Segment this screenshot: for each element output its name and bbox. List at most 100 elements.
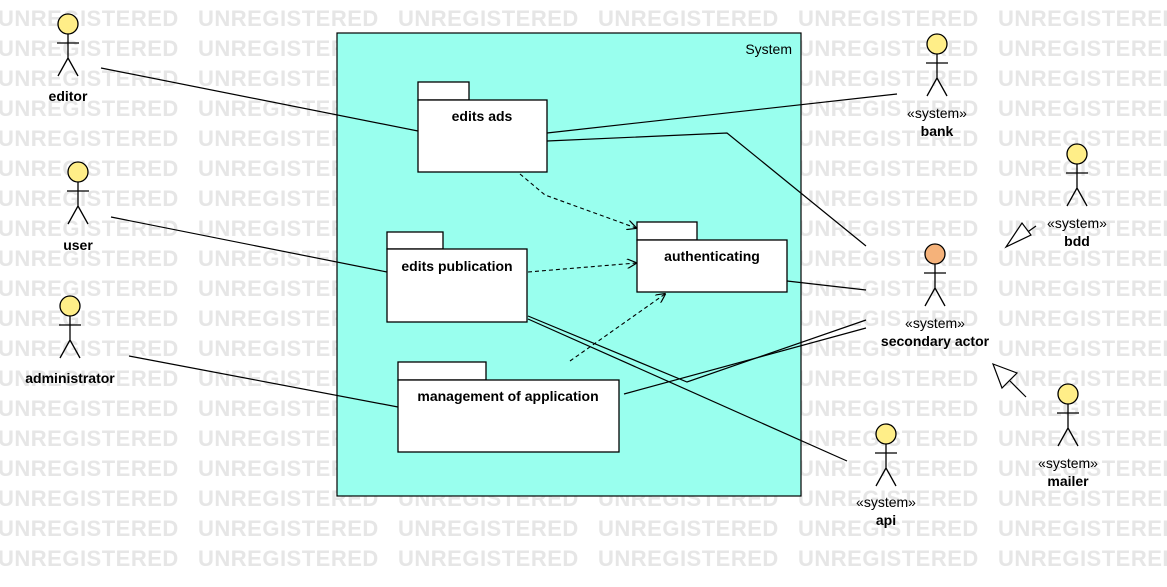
svg-text:UNREGISTERED: UNREGISTERED (0, 6, 179, 31)
assoc-publication-secondary[interactable] (527, 315, 867, 383)
generalization-bdd-arrowhead (1004, 221, 1032, 249)
assoc-editor-edits-ads[interactable] (100, 67, 419, 132)
svg-text:UNREGISTERED: UNREGISTERED (998, 96, 1167, 121)
svg-text:UNREGISTERED: UNREGISTERED (0, 426, 179, 451)
dependency-edits-ads-authenticating[interactable] (519, 173, 636, 228)
actor-api-name: api (876, 512, 896, 528)
assoc-management-secondary[interactable] (623, 327, 867, 395)
svg-text:UNREGISTERED: UNREGISTERED (998, 276, 1167, 301)
assoc-edits-ads-secondary[interactable] (546, 132, 867, 247)
svg-text:UNREGISTERED: UNREGISTERED (0, 126, 179, 151)
svg-text:UNREGISTERED: UNREGISTERED (798, 6, 979, 31)
svg-text:UNREGISTERED: UNREGISTERED (998, 36, 1167, 61)
dependency-management-authenticating[interactable] (569, 294, 665, 362)
actor-stick-body (924, 264, 946, 307)
actor-editor[interactable]: editor (49, 13, 88, 104)
actor-head (1057, 383, 1079, 405)
svg-text:UNREGISTERED: UNREGISTERED (798, 186, 979, 211)
svg-text:UNREGISTERED: UNREGISTERED (398, 516, 579, 541)
svg-text:UNREGISTERED: UNREGISTERED (798, 486, 979, 511)
svg-text:UNREGISTERED: UNREGISTERED (998, 546, 1167, 571)
associations (100, 67, 898, 462)
svg-text:UNREGISTERED: UNREGISTERED (0, 186, 179, 211)
svg-text:UNREGISTERED: UNREGISTERED (798, 546, 979, 571)
actor-api-stereotype: «system» (856, 494, 916, 510)
svg-text:UNREGISTERED: UNREGISTERED (798, 126, 979, 151)
actor-secondary-actor[interactable]: «system» secondary actor (881, 243, 990, 349)
package-edits-ads[interactable]: edits ads (417, 81, 548, 173)
generalization-mailer-line[interactable] (1009, 380, 1027, 398)
svg-text:UNREGISTERED: UNREGISTERED (998, 246, 1167, 271)
actor-mailer[interactable]: «system» mailer (1038, 383, 1098, 489)
actor-bdd-name: bdd (1064, 233, 1090, 249)
svg-text:UNREGISTERED: UNREGISTERED (798, 246, 979, 271)
package-edits-ads-label: edits ads (452, 108, 513, 124)
svg-text:UNREGISTERED: UNREGISTERED (0, 246, 179, 271)
actor-bdd[interactable]: «system» bdd (1047, 143, 1107, 249)
svg-text:UNREGISTERED: UNREGISTERED (998, 396, 1167, 421)
dependencies (519, 173, 665, 362)
actor-head (57, 13, 79, 35)
assoc-edits-ads-bank[interactable] (546, 93, 898, 134)
package-authenticating-label: authenticating (664, 248, 760, 264)
actor-bank[interactable]: «system» bank (907, 33, 967, 139)
svg-text:UNREGISTERED: UNREGISTERED (798, 366, 979, 391)
actor-administrator[interactable]: administrator (25, 295, 115, 386)
svg-text:UNREGISTERED: UNREGISTERED (0, 396, 179, 421)
svg-text:UNREGISTERED: UNREGISTERED (798, 306, 979, 331)
svg-text:UNREGISTERED: UNREGISTERED (198, 546, 379, 571)
svg-text:UNREGISTERED: UNREGISTERED (198, 6, 379, 31)
system-label: System (745, 41, 792, 57)
svg-text:UNREGISTERED: UNREGISTERED (398, 546, 579, 571)
svg-text:UNREGISTERED: UNREGISTERED (798, 36, 979, 61)
svg-text:UNREGISTERED: UNREGISTERED (998, 306, 1167, 331)
actor-api[interactable]: «system» api (856, 423, 916, 528)
svg-text:UNREGISTERED: UNREGISTERED (798, 216, 979, 241)
svg-text:UNREGISTERED: UNREGISTERED (0, 276, 179, 301)
svg-text:UNREGISTERED: UNREGISTERED (598, 6, 779, 31)
actor-head (67, 161, 89, 183)
svg-text:UNREGISTERED: UNREGISTERED (998, 426, 1167, 451)
svg-text:UNREGISTERED: UNREGISTERED (0, 36, 179, 61)
actor-bdd-stereotype: «system» (1047, 215, 1107, 231)
actor-head (1066, 143, 1088, 165)
actor-secondary-stereotype: «system» (905, 315, 965, 331)
assoc-administrator-management[interactable] (128, 355, 399, 408)
svg-text:UNREGISTERED: UNREGISTERED (798, 516, 979, 541)
generalization-mailer-arrowhead (991, 362, 1019, 390)
assoc-user-edits-publication[interactable] (110, 216, 388, 273)
svg-text:UNREGISTERED: UNREGISTERED (598, 516, 779, 541)
actor-stick-body (57, 34, 79, 77)
actor-mailer-stereotype: «system» (1038, 455, 1098, 471)
package-management-of-application[interactable]: management of application (397, 361, 620, 453)
assoc-authenticating-secondary[interactable] (786, 280, 867, 291)
svg-text:UNREGISTERED: UNREGISTERED (998, 336, 1167, 361)
actor-stick-body (875, 444, 897, 487)
svg-text:UNREGISTERED: UNREGISTERED (798, 96, 979, 121)
package-authenticating[interactable]: authenticating (636, 221, 788, 293)
actor-head (924, 243, 946, 265)
actor-stick-body (67, 182, 89, 225)
svg-text:UNREGISTERED: UNREGISTERED (998, 516, 1167, 541)
actor-editor-name: editor (49, 88, 88, 104)
svg-text:UNREGISTERED: UNREGISTERED (0, 366, 179, 391)
assoc-publication-api[interactable] (527, 318, 848, 462)
svg-text:UNREGISTERED: UNREGISTERED (0, 546, 179, 571)
svg-text:UNREGISTERED: UNREGISTERED (798, 276, 979, 301)
actor-bank-stereotype: «system» (907, 105, 967, 121)
actor-stick-body (1066, 164, 1088, 207)
svg-text:UNREGISTERED: UNREGISTERED (798, 336, 979, 361)
actor-user[interactable]: user (63, 161, 93, 253)
svg-text:UNREGISTERED: UNREGISTERED (0, 486, 179, 511)
actor-user-name: user (63, 237, 93, 253)
actor-head (926, 33, 948, 55)
package-edits-publication[interactable]: edits publication (386, 231, 528, 323)
actor-bank-name: bank (921, 123, 954, 139)
actor-stick-body (59, 316, 81, 359)
actor-stick-body (1057, 404, 1079, 447)
actor-head (59, 295, 81, 317)
actor-mailer-name: mailer (1047, 473, 1089, 489)
svg-text:UNREGISTERED: UNREGISTERED (0, 96, 179, 121)
svg-text:UNREGISTERED: UNREGISTERED (0, 66, 179, 91)
